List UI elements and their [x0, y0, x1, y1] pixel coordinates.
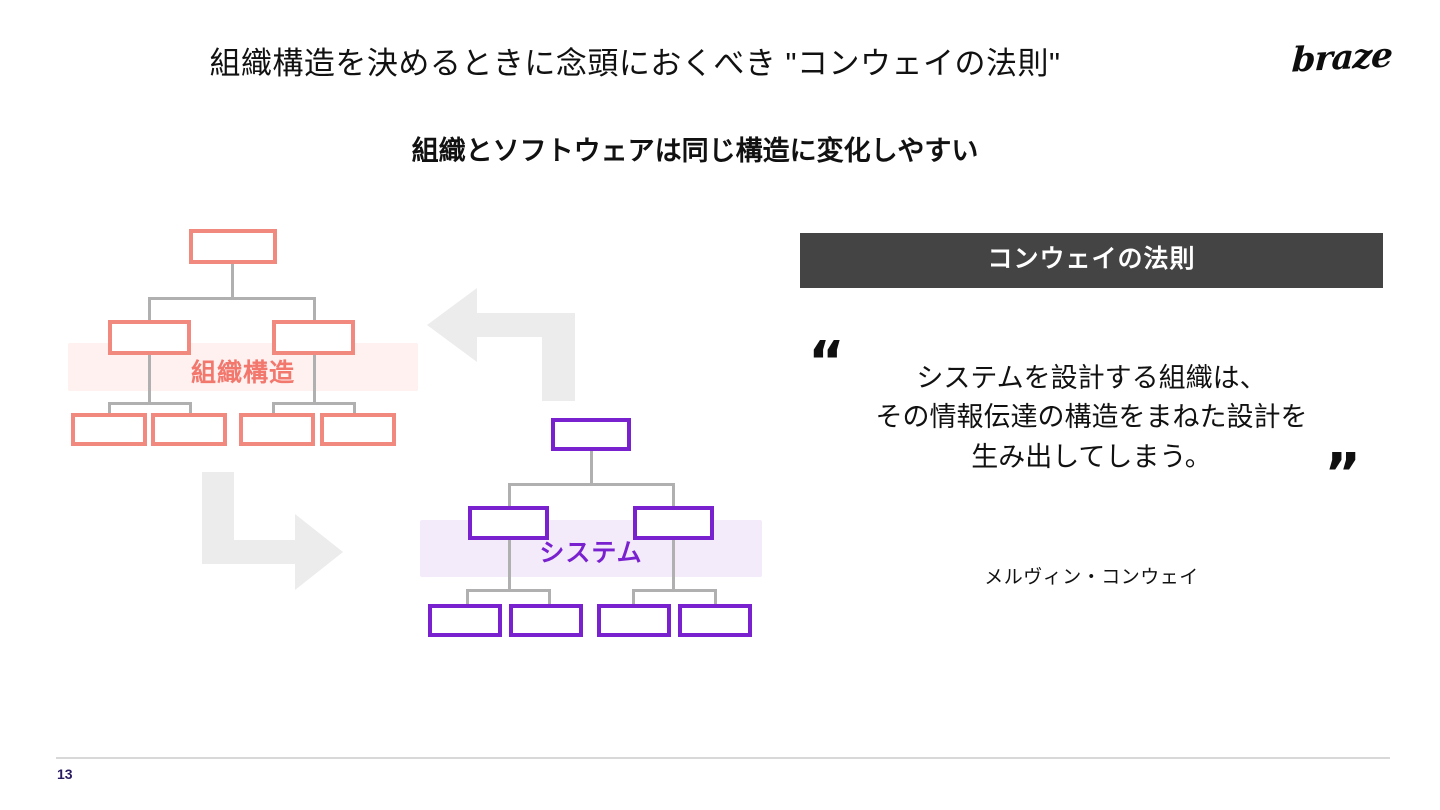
system-connector-leaf3-down: [632, 589, 635, 606]
org-connector-l1-right-down: [313, 297, 316, 321]
org-node-leaf-1: [71, 413, 147, 446]
system-connector-level1-bus: [508, 483, 675, 486]
org-connector-leaf4-down: [353, 402, 356, 414]
open-quote-icon: “: [808, 329, 845, 395]
org-connector-l1-left-stem: [148, 355, 151, 403]
org-structure-label: 組織構造: [190, 359, 295, 387]
org-node-leaf-2: [151, 413, 227, 446]
org-connector-l2-right-bus: [272, 402, 355, 405]
org-connector-l1-right-stem: [313, 355, 316, 403]
quote-author: メルヴィン・コンウェイ: [984, 567, 1199, 588]
system-connector-leaf2-down: [548, 589, 551, 606]
page-number: 13: [57, 766, 73, 782]
system-node-l1-right: [633, 506, 714, 540]
quote-line-1: システムを設計する組織は、: [916, 362, 1267, 393]
system-connector-l2-right-bus: [632, 589, 716, 592]
conway-diagram: 組織構造 システム: [0, 200, 800, 670]
braze-logo: braze: [1291, 35, 1394, 81]
card-header: コンウェイの法則: [800, 233, 1383, 288]
system-node-leaf-4: [678, 604, 752, 637]
quote-line-2: その情報伝達の構造をまねた設計を: [875, 402, 1308, 433]
org-node-root: [189, 229, 277, 264]
conway-law-card: コンウェイの法則 “ システムを設計する組織は、 その情報伝達の構造をまねた設計…: [800, 233, 1383, 545]
system-node-leaf-3: [597, 604, 671, 637]
quote-text: システムを設計する組織は、 その情報伝達の構造をまねた設計を 生み出してしまう。: [800, 359, 1383, 478]
system-connector-l1-right-down: [672, 483, 675, 507]
org-connector-leaf1-down: [108, 402, 111, 414]
org-connector-leaf3-down: [272, 402, 275, 414]
system-node-leaf-1: [428, 604, 502, 637]
org-node-leaf-3: [239, 413, 315, 446]
org-node-leaf-4: [320, 413, 396, 446]
system-connector-l1-right-stem: [672, 540, 675, 590]
system-node-root: [551, 418, 631, 451]
org-connector-root-down: [231, 264, 234, 298]
org-connector-l2-left-bus: [108, 402, 191, 405]
system-connector-leaf4-down: [714, 589, 717, 606]
org-node-l1-left: [108, 320, 191, 355]
system-connector-leaf1-down: [466, 589, 469, 606]
system-connector-l1-left-stem: [508, 540, 511, 590]
system-label: システム: [539, 539, 643, 567]
footer-divider: [56, 757, 1390, 759]
org-connector-level1-bus: [148, 297, 316, 300]
system-node-l1-left: [468, 506, 549, 540]
arrow-org-to-system-icon: [200, 472, 345, 592]
org-connector-l1-left-down: [148, 297, 151, 321]
card-body: “ システムを設計する組織は、 その情報伝達の構造をまねた設計を 生み出してしま…: [800, 329, 1383, 545]
org-node-l1-right: [272, 320, 355, 355]
close-quote-icon: ”: [1324, 441, 1361, 507]
arrow-system-to-org-icon: [425, 286, 575, 401]
system-connector-l2-left-bus: [466, 589, 550, 592]
system-connector-root-down: [590, 451, 593, 484]
page-title: 組織構造を決めるときに念頭におくべき "コンウェイの法則": [209, 46, 1061, 81]
quote-line-3: 生み出してしまう。: [971, 441, 1212, 472]
system-connector-l1-left-down: [508, 483, 511, 507]
org-connector-leaf2-down: [189, 402, 192, 414]
system-node-leaf-2: [509, 604, 583, 637]
page-subtitle: 組織とソフトウェアは同じ構造に変化しやすい: [411, 136, 979, 166]
